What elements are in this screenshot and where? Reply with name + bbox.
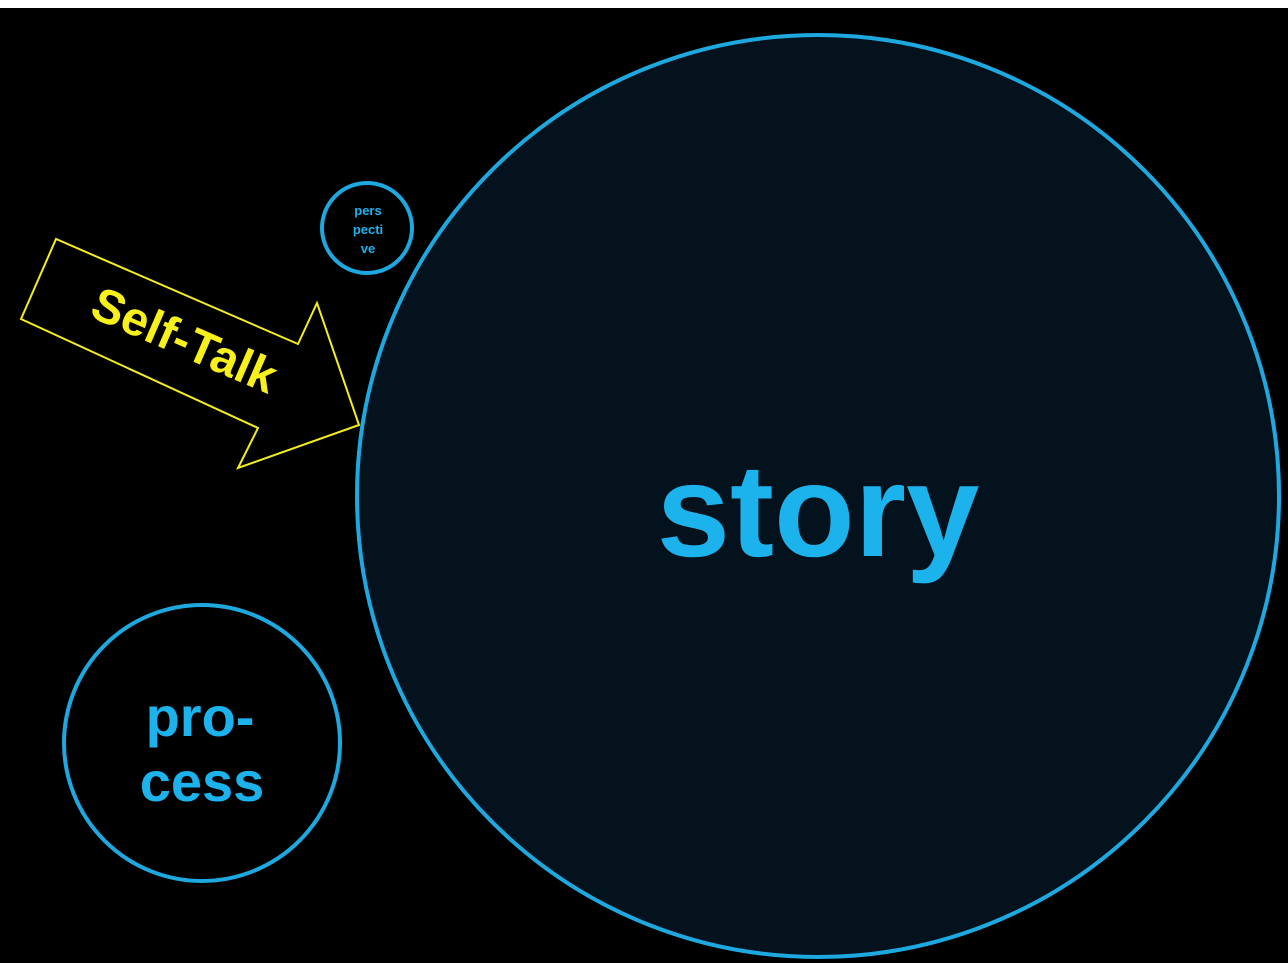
self-talk-arrow: Self-Talk xyxy=(19,237,361,470)
process-label-line2: cess xyxy=(140,750,265,813)
arrow-shape xyxy=(19,237,361,470)
diagram-svg: story pro- cess pers pecti ve Self-Talk xyxy=(19,33,1281,959)
diagram-canvas: story pro- cess pers pecti ve Self-Talk xyxy=(0,8,1288,963)
perspective-label-line2: pecti xyxy=(353,222,383,237)
story-circle xyxy=(355,33,1281,959)
perspective-label-line1: pers xyxy=(354,203,381,218)
process-label-line1: pro- xyxy=(146,685,255,748)
perspective-circle xyxy=(320,181,414,275)
story-label: story xyxy=(657,437,980,584)
process-circle xyxy=(62,603,342,883)
perspective-label-line3: ve xyxy=(361,241,375,256)
